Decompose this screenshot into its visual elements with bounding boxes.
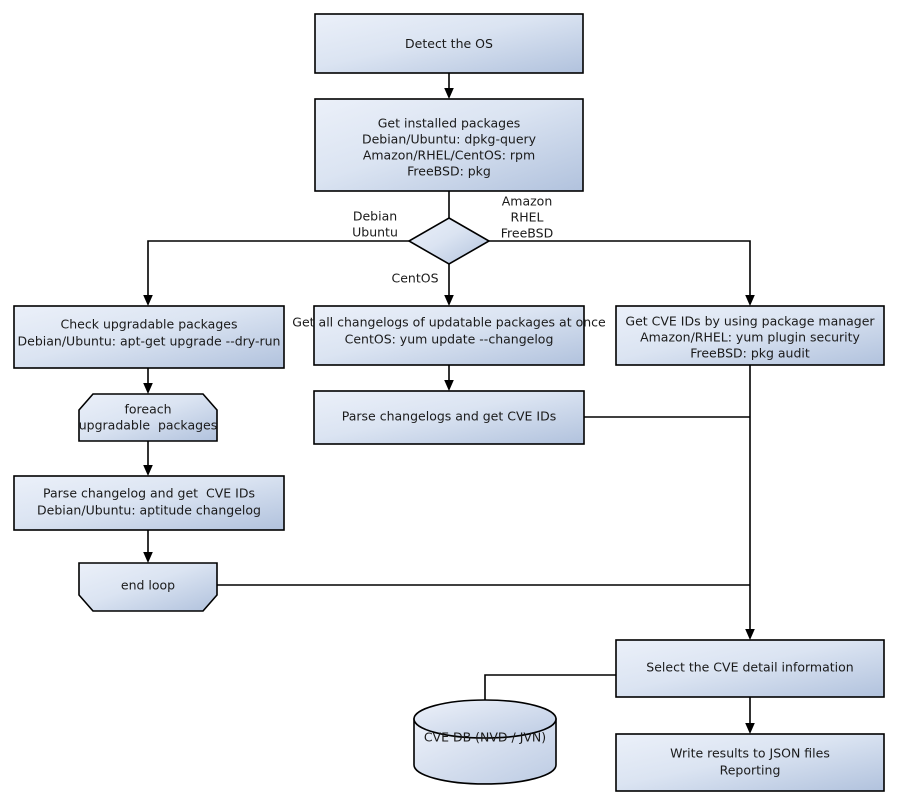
node-os-decision[interactable] xyxy=(407,217,491,265)
node-get-installed-packages-line1: Get installed packages xyxy=(378,116,521,131)
node-check-upgradable-line1: Check upgradable packages xyxy=(61,317,238,332)
edge-parse-single-to-loopend xyxy=(143,530,153,563)
node-detect-os[interactable]: Detect the OS xyxy=(314,13,584,74)
node-write-results-line1: Write results to JSON files xyxy=(670,746,830,761)
edge-label-amazon-line2: RHEL xyxy=(511,210,544,225)
node-check-upgradable[interactable]: Check upgradable packages Debian/Ubuntu:… xyxy=(13,305,285,369)
node-get-all-changelogs-line2: CentOS: yum update --changelog xyxy=(345,332,554,347)
node-cve-db[interactable]: CVE DB (NVD / JVN) xyxy=(413,699,557,785)
edge-label-debian-line1: Debian xyxy=(353,209,397,224)
edge-loopstart-to-parse-single xyxy=(143,441,153,476)
node-get-cve-ids-pkgmgr-line3: FreeBSD: pkg audit xyxy=(690,346,810,361)
node-get-installed-packages-line3: Amazon/RHEL/CentOS: rpm xyxy=(363,148,535,163)
node-loop-start-line2: upgradable packages xyxy=(79,418,218,433)
edge-decision-to-check-upgradable xyxy=(143,240,409,306)
edge-label-amazon-line1: Amazon xyxy=(502,194,553,209)
edge-check-to-loopstart xyxy=(143,368,153,394)
node-select-cve-detail[interactable]: Select the CVE detail information xyxy=(615,639,885,698)
edge-decision-to-all-changelogs xyxy=(444,264,454,306)
node-select-cve-detail-label: Select the CVE detail information xyxy=(646,660,853,675)
edge-all-changelogs-to-parse-all xyxy=(444,365,454,391)
node-parse-changelog-single-line2: Debian/Ubuntu: aptitude changelog xyxy=(37,503,261,518)
edge-label-centos-branch: CentOS xyxy=(391,271,438,286)
node-detect-os-label: Detect the OS xyxy=(405,36,493,51)
node-loop-end-label: end loop xyxy=(121,578,175,593)
node-get-cve-ids-pkgmgr-line2: Amazon/RHEL: yum plugin security xyxy=(640,330,860,345)
edge-select-to-write xyxy=(745,697,755,734)
node-write-results-line2: Reporting xyxy=(720,763,781,778)
node-get-installed-packages[interactable]: Get installed packages Debian/Ubuntu: dp… xyxy=(314,98,584,192)
edge-detect-to-getpackages xyxy=(444,73,454,99)
node-check-upgradable-line2: Debian/Ubuntu: apt-get upgrade --dry-run xyxy=(18,334,281,349)
edge-cve-pkgmgr-to-select xyxy=(745,365,755,640)
edge-label-amazon-branch: Amazon RHEL FreeBSD xyxy=(501,194,553,241)
node-get-installed-packages-line2: Debian/Ubuntu: dpkg-query xyxy=(362,132,537,147)
edge-label-amazon-line3: FreeBSD xyxy=(501,226,553,241)
node-get-installed-packages-line4: FreeBSD: pkg xyxy=(407,164,491,179)
edge-label-centos: CentOS xyxy=(391,271,438,286)
node-parse-changelog-single[interactable]: Parse changelog and get CVE IDs Debian/U… xyxy=(13,475,285,531)
node-get-cve-ids-pkgmgr[interactable]: Get CVE IDs by using package manager Ama… xyxy=(615,305,885,366)
edge-label-debian-branch: Debian Ubuntu xyxy=(352,209,398,240)
node-cve-db-label: CVE DB (NVD / JVN) xyxy=(424,730,546,745)
edge-label-debian-line2: Ubuntu xyxy=(352,225,398,240)
node-loop-start-line1: foreach xyxy=(124,402,171,417)
node-parse-changelogs-all[interactable]: Parse changelogs and get CVE IDs xyxy=(313,390,585,445)
node-get-cve-ids-pkgmgr-line1: Get CVE IDs by using package manager xyxy=(625,314,875,329)
node-loop-end[interactable]: end loop xyxy=(78,562,218,612)
node-get-all-changelogs[interactable]: Get all changelogs of updatable packages… xyxy=(292,305,606,366)
node-parse-changelogs-all-label: Parse changelogs and get CVE IDs xyxy=(342,409,556,424)
node-loop-start[interactable]: foreach upgradable packages xyxy=(78,393,218,442)
edge-decision-to-cve-pkgmgr xyxy=(489,240,755,306)
node-get-all-changelogs-line1: Get all changelogs of updatable packages… xyxy=(292,315,606,330)
node-write-results[interactable]: Write results to JSON files Reporting xyxy=(615,733,885,792)
node-parse-changelog-single-line1: Parse changelog and get CVE IDs xyxy=(43,486,255,501)
